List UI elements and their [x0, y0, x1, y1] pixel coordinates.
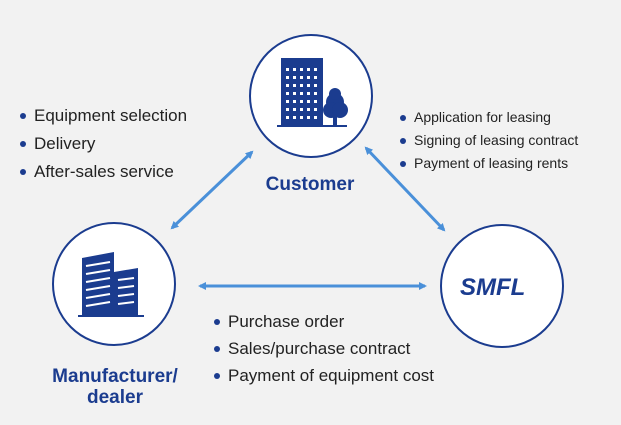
list-item: Delivery	[18, 130, 187, 158]
manufacturer-label-line1: Manufacturer/	[52, 366, 178, 387]
customer-node	[249, 34, 373, 158]
arrow-customer-smfl	[364, 146, 446, 232]
smfl-node: SMFL	[440, 224, 564, 348]
arrow-customer-manufacturer	[170, 150, 254, 230]
manufacturer-node	[52, 222, 176, 346]
smfl-logo: SMFL	[460, 274, 526, 301]
manufacturer-label-line2: dealer	[87, 387, 143, 408]
factory-buildings-icon	[78, 252, 144, 317]
list-item: Sales/purchase contract	[212, 335, 434, 362]
list-item: Payment of equipment cost	[212, 362, 434, 389]
customer-to-smfl-list: Application for leasing Signing of leasi…	[398, 106, 578, 175]
office-building-with-tree-icon	[277, 58, 348, 127]
manufacturer-to-customer-list: Equipment selection Delivery After-sales…	[18, 102, 187, 186]
list-item: Signing of leasing contract	[398, 129, 578, 152]
smfl-to-manufacturer-list: Purchase order Sales/purchase contract P…	[212, 308, 434, 389]
customer-label: Customer	[265, 174, 355, 195]
list-item: Equipment selection	[18, 102, 187, 130]
list-item: Purchase order	[212, 308, 434, 335]
list-item: After-sales service	[18, 158, 187, 186]
manufacturer-label: Manufacturer/ dealer	[30, 366, 200, 408]
list-item: Application for leasing	[398, 106, 578, 129]
list-item: Payment of leasing rents	[398, 152, 578, 175]
